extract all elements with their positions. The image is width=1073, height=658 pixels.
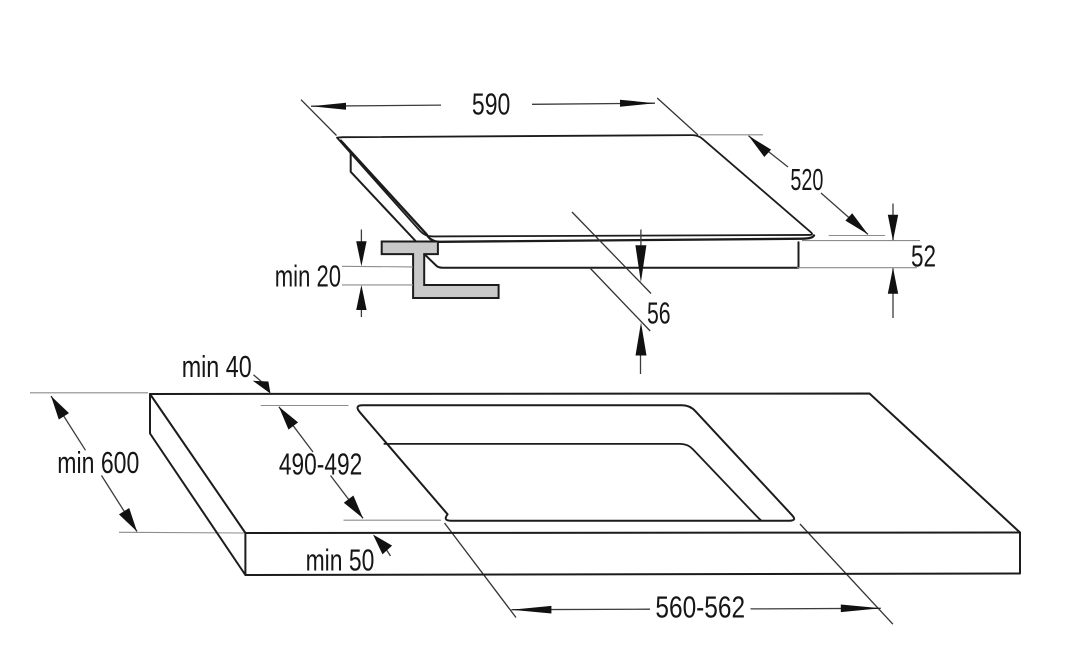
svg-text:560-562: 560-562 <box>655 590 745 624</box>
svg-text:590: 590 <box>472 88 510 122</box>
svg-text:56: 56 <box>647 296 671 330</box>
svg-text:520: 520 <box>790 163 823 197</box>
svg-text:490-492: 490-492 <box>279 448 362 482</box>
svg-text:min 40: min 40 <box>182 350 252 384</box>
svg-text:min 600: min 600 <box>57 446 139 480</box>
svg-text:min 20: min 20 <box>275 259 341 293</box>
svg-text:52: 52 <box>911 240 936 274</box>
svg-text:min 50: min 50 <box>306 544 375 578</box>
